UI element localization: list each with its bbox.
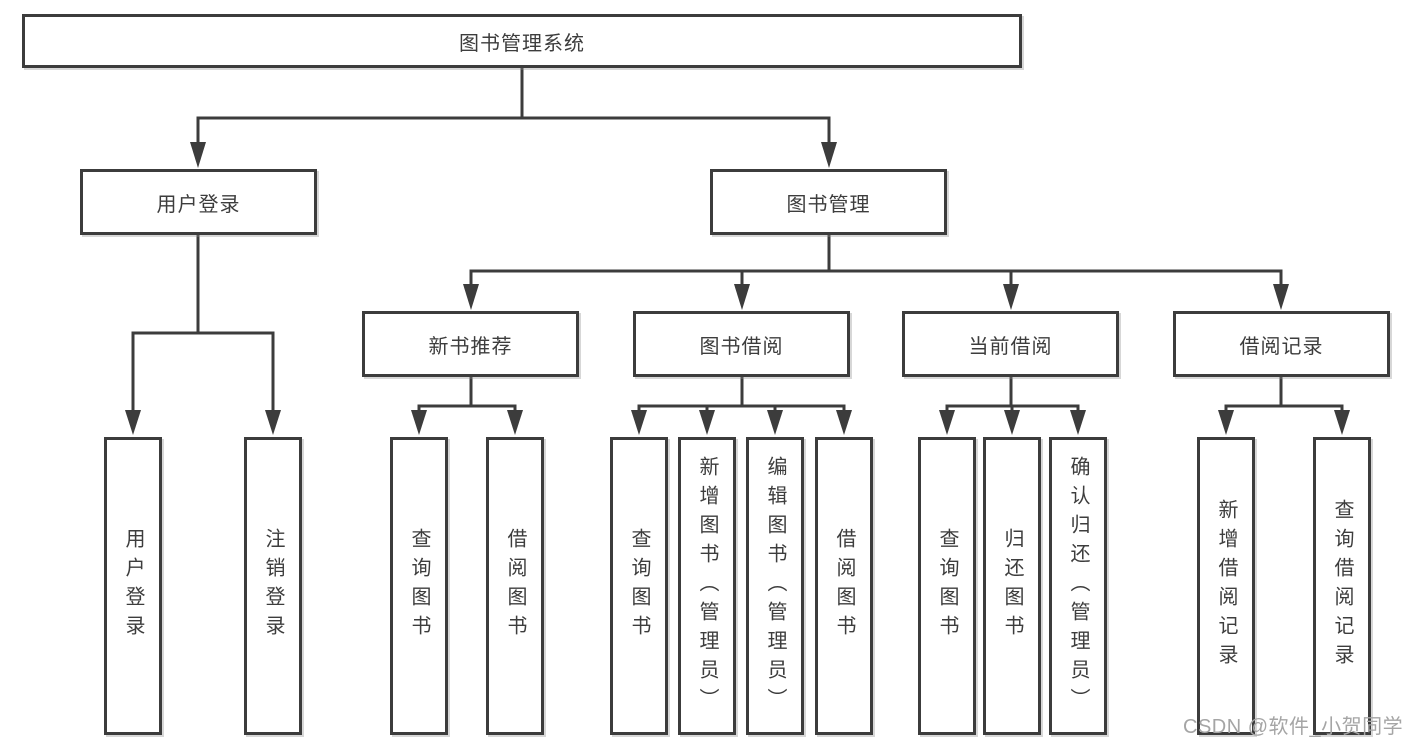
connector-book-mgmt-to-sections bbox=[469, 235, 1283, 287]
leaf-edit-book-admin-label: 编辑图书（管理员） bbox=[764, 455, 786, 717]
connector-borrowing-records bbox=[1224, 377, 1344, 413]
leaf-query-books-borrowing: 查询图书 bbox=[610, 437, 668, 735]
connector-current-borrowing bbox=[945, 377, 1080, 413]
leaf-return-books-label: 归还图书 bbox=[1001, 528, 1023, 644]
leaf-borrow-books-recommend: 借阅图书 bbox=[486, 437, 544, 735]
node-new-book-recommendation-label: 新书推荐 bbox=[428, 335, 513, 358]
node-book-borrowing: 图书借阅 bbox=[633, 311, 850, 377]
leaf-add-borrow-record: 新增借阅记录 bbox=[1197, 437, 1255, 735]
leaf-query-books-recommend-label: 查询图书 bbox=[408, 528, 430, 644]
leaf-add-borrow-record-label: 新增借阅记录 bbox=[1215, 499, 1237, 673]
node-book-borrowing-label: 图书借阅 bbox=[699, 335, 784, 358]
leaf-borrow-books-borrowing: 借阅图书 bbox=[815, 437, 873, 735]
node-current-borrowing: 当前借阅 bbox=[902, 311, 1119, 377]
leaf-add-book-admin-label: 新增图书（管理员） bbox=[696, 455, 718, 717]
node-user-login: 用户登录 bbox=[80, 169, 317, 235]
leaf-query-books-borrowing-label: 查询图书 bbox=[628, 528, 650, 644]
node-borrowing-records: 借阅记录 bbox=[1173, 311, 1390, 377]
node-root: 图书管理系统 bbox=[22, 14, 1022, 68]
connector-book-borrowing bbox=[637, 377, 846, 413]
node-borrowing-records-label: 借阅记录 bbox=[1239, 335, 1324, 358]
node-root-label: 图书管理系统 bbox=[459, 32, 585, 55]
node-book-management-label: 图书管理 bbox=[786, 193, 871, 216]
connector-new-book-rec bbox=[417, 377, 517, 413]
connector-user-login-to-leaves bbox=[131, 235, 275, 412]
leaf-query-books-current-label: 查询图书 bbox=[936, 528, 958, 644]
leaf-return-books: 归还图书 bbox=[983, 437, 1041, 735]
leaf-borrow-books-borrowing-label: 借阅图书 bbox=[833, 528, 855, 644]
connector-root-to-branches bbox=[196, 68, 831, 146]
leaf-confirm-return-admin-label: 确认归还（管理员） bbox=[1067, 455, 1089, 717]
leaf-user-login: 用户登录 bbox=[104, 437, 162, 735]
arrowheads bbox=[125, 142, 1350, 435]
node-new-book-recommendation: 新书推荐 bbox=[362, 311, 579, 377]
watermark: CSDN @软件_小贺同学 bbox=[1183, 716, 1404, 738]
leaf-confirm-return-admin: 确认归还（管理员） bbox=[1049, 437, 1107, 735]
leaf-edit-book-admin: 编辑图书（管理员） bbox=[746, 437, 804, 735]
leaf-logout: 注销登录 bbox=[244, 437, 302, 735]
leaf-query-borrow-record-label: 查询借阅记录 bbox=[1331, 499, 1353, 673]
node-user-login-label: 用户登录 bbox=[156, 193, 241, 216]
node-current-borrowing-label: 当前借阅 bbox=[968, 335, 1053, 358]
node-book-management: 图书管理 bbox=[710, 169, 947, 235]
leaf-query-borrow-record: 查询借阅记录 bbox=[1313, 437, 1371, 735]
leaf-user-login-label: 用户登录 bbox=[122, 528, 144, 644]
leaf-query-books-recommend: 查询图书 bbox=[390, 437, 448, 735]
leaf-add-book-admin: 新增图书（管理员） bbox=[678, 437, 736, 735]
leaf-query-books-current: 查询图书 bbox=[918, 437, 976, 735]
leaf-logout-label: 注销登录 bbox=[262, 528, 284, 644]
leaf-borrow-books-recommend-label: 借阅图书 bbox=[504, 528, 526, 644]
